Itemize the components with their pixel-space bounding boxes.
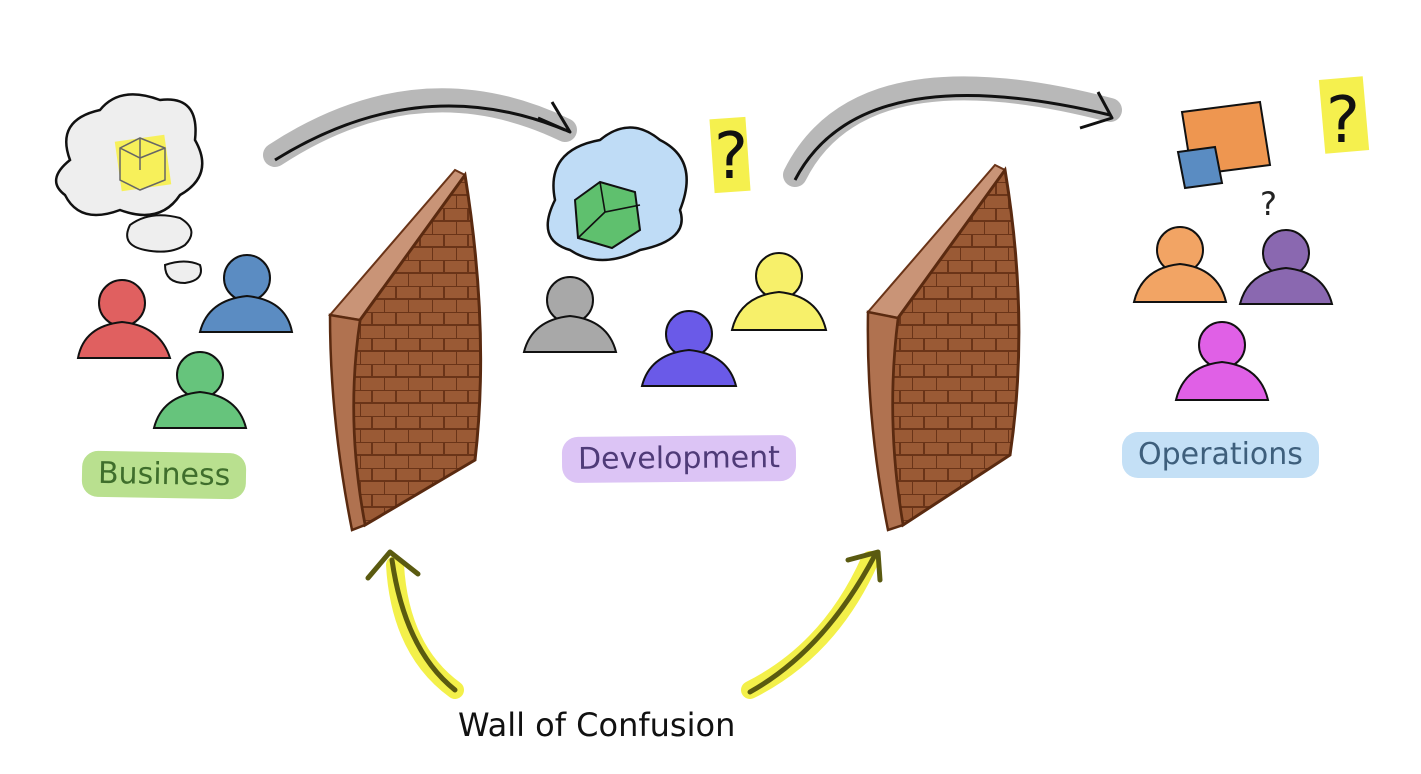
person-purple	[1238, 229, 1334, 305]
handoff-arrow-development-to-operations	[783, 76, 1122, 187]
person-green	[152, 351, 248, 429]
person-blue	[198, 254, 294, 333]
question-mark-text: ?	[1326, 84, 1360, 158]
label-operations: Operations	[1122, 432, 1319, 478]
small-question-mark: ?	[1260, 185, 1277, 223]
person-orange	[1132, 226, 1228, 303]
person-indigo	[640, 310, 738, 387]
label-business: Business	[81, 450, 247, 500]
label-development: Development	[561, 434, 797, 484]
person-red	[76, 279, 172, 359]
wall-of-confusion-2	[866, 163, 1021, 532]
label-wall-of-confusion: Wall of Confusion	[458, 706, 736, 744]
development-question-mark: ?	[709, 116, 751, 194]
business-thought-bubble	[55, 93, 204, 285]
person-gray	[522, 276, 618, 353]
person-yellow	[730, 252, 828, 331]
annotation-arrow-right	[741, 549, 883, 699]
operations-question-mark: ?	[1318, 76, 1370, 158]
question-mark-text: ?	[714, 120, 748, 194]
development-thought-cloud	[546, 126, 688, 262]
handoff-arrow-business-to-development	[263, 88, 577, 167]
person-magenta	[1174, 321, 1270, 401]
annotation-arrow-left	[365, 549, 464, 699]
wall-of-confusion-1	[328, 168, 483, 532]
operations-package-blue	[1176, 145, 1224, 190]
